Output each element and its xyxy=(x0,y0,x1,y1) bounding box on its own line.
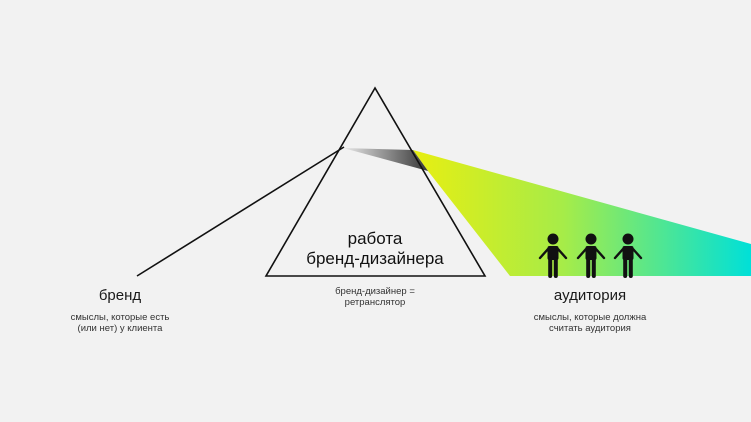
prism-triangle xyxy=(264,86,487,277)
prism-label-line1: работа xyxy=(347,229,403,248)
audience-people xyxy=(538,233,643,278)
person-icon xyxy=(538,233,568,278)
designer-desc-line2: ретранслятор xyxy=(344,297,406,308)
brand-block: бренд смыслы, которые есть (или нет) у к… xyxy=(50,287,190,334)
audience-title: аудитория xyxy=(553,287,627,304)
audience-desc-line2: считать аудитория xyxy=(549,323,631,334)
prism-label: работа бренд-дизайнера xyxy=(275,229,475,269)
designer-block: бренд-дизайнер = ретранслятор xyxy=(305,286,445,308)
output-light-beam xyxy=(413,150,751,276)
audience-desc-line1: смыслы, которые должна xyxy=(533,312,647,323)
brand-desc-line2: (или нет) у клиента xyxy=(77,323,163,334)
designer-desc-line1: бренд-дизайнер = xyxy=(335,286,415,297)
brand-title: бренд xyxy=(98,287,142,304)
brand-desc-line1: смыслы, которые есть xyxy=(70,312,170,323)
person-icon xyxy=(576,233,606,278)
audience-block: аудитория смыслы, которые должна считать… xyxy=(510,287,670,334)
incoming-ray xyxy=(136,146,345,277)
prism-label-line2: бренд-дизайнера xyxy=(306,249,444,268)
person-icon xyxy=(613,233,643,278)
inner-light-beam xyxy=(343,148,428,171)
